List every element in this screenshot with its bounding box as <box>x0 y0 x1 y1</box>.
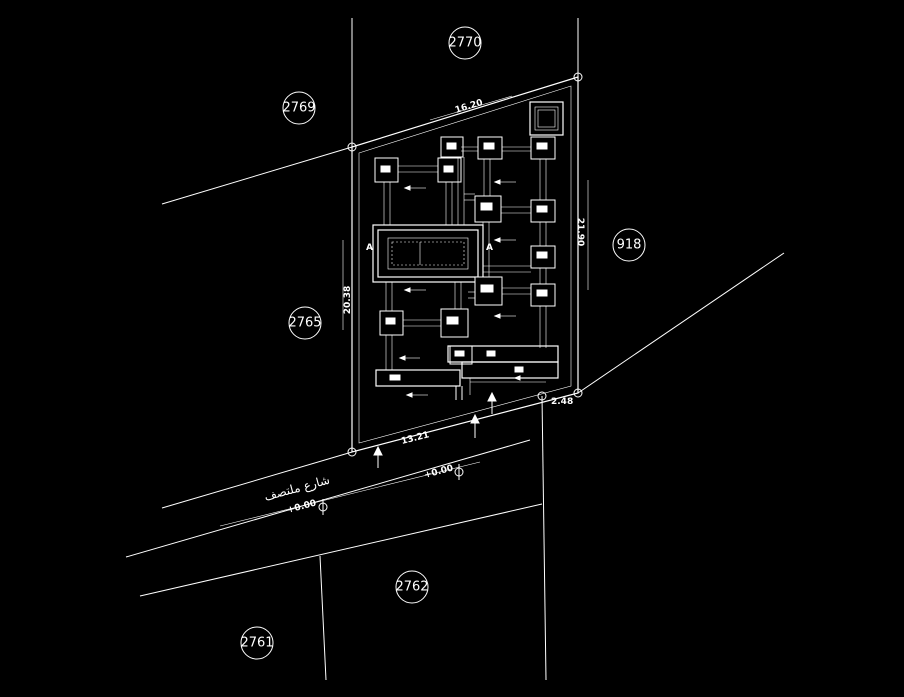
parcel-2770: 2770 <box>448 26 482 60</box>
boundary-line <box>161 451 353 509</box>
pipe-runs <box>383 146 547 370</box>
section-mark-a-right: A <box>486 243 493 253</box>
manhole <box>440 136 464 158</box>
manhole <box>530 283 556 307</box>
manhole <box>530 136 556 160</box>
street-edge-line <box>139 503 543 597</box>
parcel-2769: 2769 <box>282 91 316 125</box>
svg-text:2769: 2769 <box>282 101 315 116</box>
level-lower: +0.00 <box>286 499 317 516</box>
manhole <box>437 157 462 183</box>
entrance-arrow-icon <box>470 413 480 438</box>
septic-tank <box>372 224 484 283</box>
dim-corner: 2.48 <box>551 397 573 407</box>
manhole <box>530 199 556 223</box>
site-inner-wall <box>358 85 572 444</box>
flow-arrows <box>398 179 535 398</box>
corner-marker <box>537 391 547 401</box>
parcel-918: 918 <box>612 228 646 262</box>
manhole <box>374 157 399 183</box>
manhole <box>449 345 473 365</box>
street-name: شارع ملتصف <box>263 473 332 505</box>
corner-marker <box>573 388 583 398</box>
boundary-line <box>319 555 327 681</box>
manhole <box>477 136 503 160</box>
site-boundary <box>347 72 583 457</box>
section-mark-a-left: A <box>366 243 373 253</box>
parcel-2762: 2762 <box>395 570 429 604</box>
manhole <box>379 310 404 336</box>
corner-marker <box>347 142 357 152</box>
boundary-line <box>161 146 353 205</box>
level-marker-icon <box>318 499 328 515</box>
corner-marker <box>573 72 583 82</box>
tank-top-right <box>529 101 564 136</box>
collector-channel <box>375 345 559 400</box>
corner-marker <box>347 447 357 457</box>
parcel-boundaries <box>125 18 785 681</box>
manhole <box>474 276 503 306</box>
entrance-arrow-icon <box>487 391 497 414</box>
svg-text:918: 918 <box>617 238 642 253</box>
drainage-layout: A A <box>366 101 564 400</box>
svg-text:2761: 2761 <box>240 636 273 651</box>
dim-line-top <box>429 95 513 121</box>
manhole <box>474 195 502 223</box>
dim-bottom: 13.21 <box>400 430 430 447</box>
svg-text:2762: 2762 <box>395 580 428 595</box>
level-marker-icon <box>454 464 464 480</box>
dim-left: 20.38 <box>343 286 353 314</box>
street-edge-line <box>125 439 531 558</box>
entrance-arrow-icon <box>373 445 383 468</box>
parcel-2761: 2761 <box>240 626 274 660</box>
parcel-labels: 2770 2769 918 2765 2762 2761 <box>240 26 646 660</box>
boundary-line <box>577 252 785 394</box>
street-annotations: شارع ملتصف +0.00 +0.00 <box>219 461 481 527</box>
manhole <box>530 245 556 269</box>
site-outline <box>351 76 579 453</box>
dim-top: 16.20 <box>454 98 484 116</box>
parcel-2765: 2765 <box>288 306 322 340</box>
svg-text:2765: 2765 <box>288 316 321 331</box>
street-axis-line <box>219 461 481 527</box>
boundary-line <box>541 395 547 681</box>
manhole <box>440 308 469 338</box>
dim-right: 21.90 <box>575 218 585 246</box>
svg-text:2770: 2770 <box>448 36 481 51</box>
entrance-arrows <box>373 391 497 468</box>
